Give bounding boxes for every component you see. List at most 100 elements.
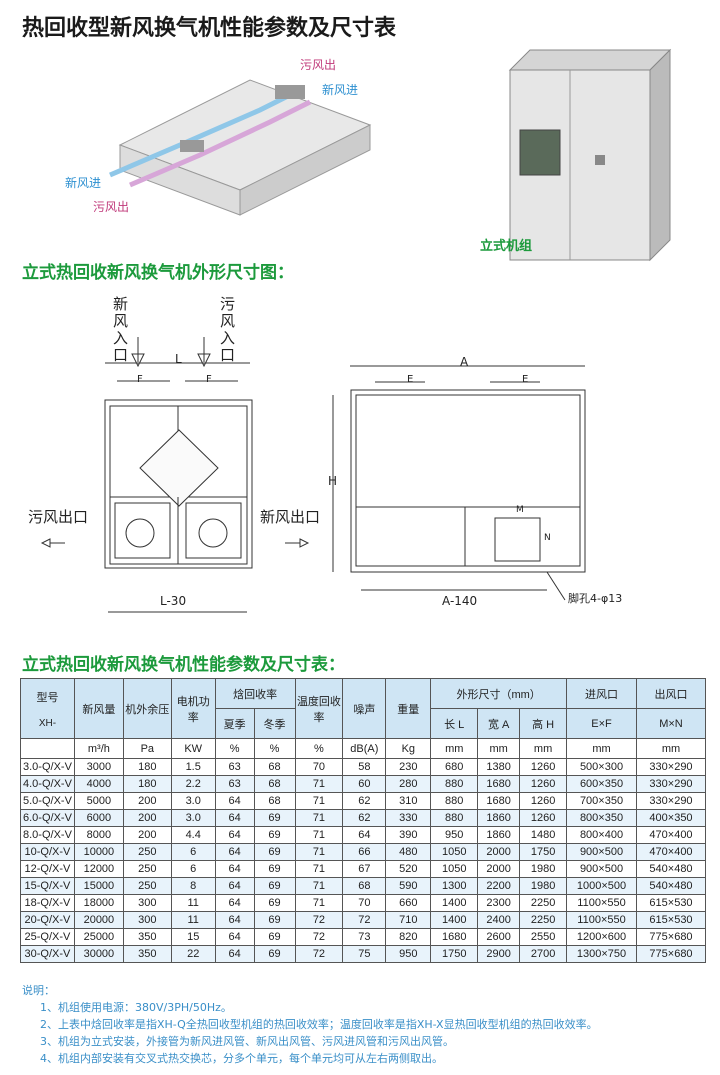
table-cell: 480 <box>385 843 432 861</box>
table-cell: 2400 <box>477 911 521 929</box>
foot-hole-note: 脚孔4-φ13 <box>568 592 623 605</box>
table-cell: 950 <box>430 826 479 844</box>
table-cell: 540×480 <box>635 860 707 878</box>
table-cell: 4000 <box>73 775 124 793</box>
table-cell: 880 <box>430 809 479 827</box>
header-length: 长 L <box>430 708 479 739</box>
unit-cell: mm <box>635 738 707 759</box>
table-cell: 1750 <box>519 843 568 861</box>
table-cell: 2000 <box>477 860 521 878</box>
table-cell: 615×530 <box>635 911 707 929</box>
table-cell: 880 <box>430 792 479 810</box>
table-cell: 1300×750 <box>566 945 637 963</box>
table-cell: 6.0-Q/X-V <box>20 809 75 827</box>
table-cell: 8 <box>170 877 216 895</box>
table-cell: 540×480 <box>635 877 707 895</box>
dim-F-left: F <box>137 374 143 385</box>
header-enthalpy: 焓回收率 <box>214 678 296 709</box>
table-cell: 280 <box>385 775 432 793</box>
dim-E-left: E <box>407 374 414 385</box>
table-cell: 700×350 <box>566 792 637 810</box>
table-cell: 64 <box>214 928 255 946</box>
unit-cell: Kg <box>385 738 432 759</box>
header-inlet: 进风口 <box>566 678 637 709</box>
label-exhaust-out-bottom: 污风出 <box>93 200 130 214</box>
table-cell: 69 <box>253 843 296 861</box>
table-cell: 70 <box>342 894 387 912</box>
table-cell: 60 <box>342 775 387 793</box>
table-cell: 2900 <box>477 945 521 963</box>
dim-L-30: L-30 <box>160 594 187 608</box>
table-cell: 390 <box>385 826 432 844</box>
section-heading-table: 立式热回收新风换气机性能参数及尺寸表： <box>22 655 345 675</box>
table-cell: 71 <box>294 809 344 827</box>
table-cell: 520 <box>385 860 432 878</box>
table-cell: 2200 <box>477 877 521 895</box>
table-cell: 2550 <box>519 928 568 946</box>
table-cell: 1480 <box>519 826 568 844</box>
table-cell: 6 <box>170 843 216 861</box>
table-cell: 1300 <box>430 877 479 895</box>
table-cell: 4.4 <box>170 826 216 844</box>
table-cell: 1260 <box>519 775 568 793</box>
table-cell: 330 <box>385 809 432 827</box>
table-cell: 58 <box>342 758 387 776</box>
table-cell: 615×530 <box>635 894 707 912</box>
table-cell: 900×500 <box>566 860 637 878</box>
table-cell: 20000 <box>73 911 124 929</box>
header-summer: 夏季 <box>214 708 255 739</box>
table-cell: 15 <box>170 928 216 946</box>
side-view-drawing: 新风入口 污风入口 L F F 污风出口 新风出口 L-30 <box>20 290 330 620</box>
table-cell: 200 <box>122 792 172 810</box>
table-cell: 1200×600 <box>566 928 637 946</box>
table-cell: 11 <box>170 894 216 912</box>
table-cell: 64 <box>214 911 255 929</box>
table-cell: 75 <box>342 945 387 963</box>
note-4: 4、机组内部安装有交叉式热交换芯，分多个单元，每个单元均可从左右两侧取出。 <box>40 1052 443 1065</box>
table-cell: 3.0 <box>170 792 216 810</box>
table-cell: 680 <box>430 758 479 776</box>
table-cell: 1100×550 <box>566 894 637 912</box>
table-cell: 71 <box>294 894 344 912</box>
table-cell: 1050 <box>430 843 479 861</box>
header-dimensions: 外形尺寸（mm） <box>430 678 568 709</box>
table-cell: 1100×550 <box>566 911 637 929</box>
building-illustration: 污风出 新风进 新风进 污风出 <box>60 50 390 220</box>
table-cell: 775×680 <box>635 945 707 963</box>
table-cell: 1980 <box>519 877 568 895</box>
note-3: 3、机组为立式安装，外接管为新风进风管、新风出风管、污风进风管和污风出风管。 <box>40 1035 454 1048</box>
table-cell: 66 <box>342 843 387 861</box>
table-cell: 8.0-Q/X-V <box>20 826 75 844</box>
table-cell: 3.0-Q/X-V <box>20 758 75 776</box>
table-cell: 1260 <box>519 809 568 827</box>
table-cell: 71 <box>294 843 344 861</box>
table-cell: 64 <box>214 843 255 861</box>
table-cell: 330×290 <box>635 792 707 810</box>
side-view-svg <box>40 337 310 613</box>
table-cell: 710 <box>385 911 432 929</box>
table-cell: 1000×500 <box>566 877 637 895</box>
note-1: 1、机组使用电源：380V/3PH/50Hz。 <box>40 1001 232 1014</box>
header-temp-recovery: 温度回收率 <box>294 678 344 739</box>
table-cell: 67 <box>342 860 387 878</box>
table-cell: 1680 <box>477 775 521 793</box>
table-cell: 72 <box>294 928 344 946</box>
table-cell: 470×400 <box>635 843 707 861</box>
header-weight: 重量 <box>385 678 432 739</box>
table-cell: 1260 <box>519 792 568 810</box>
table-cell: 64 <box>214 894 255 912</box>
table-cell: 69 <box>253 877 296 895</box>
unit-cell: mm <box>519 738 568 759</box>
label-exhaust-out-top: 污风出 <box>300 58 337 72</box>
table-cell: 2700 <box>519 945 568 963</box>
table-cell: 590 <box>385 877 432 895</box>
table-cell: 12000 <box>73 860 124 878</box>
table-cell: 1380 <box>477 758 521 776</box>
table-cell: 250 <box>122 877 172 895</box>
header-width: 宽 A <box>477 708 521 739</box>
table-cell: 1980 <box>519 860 568 878</box>
table-cell: 30000 <box>73 945 124 963</box>
